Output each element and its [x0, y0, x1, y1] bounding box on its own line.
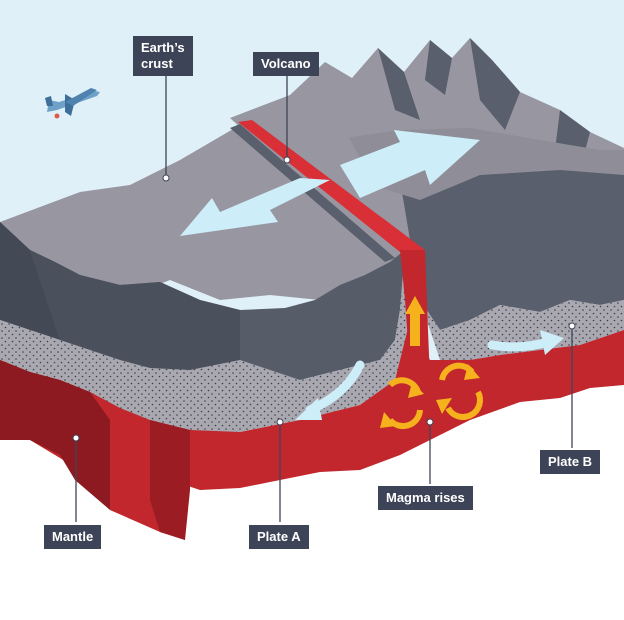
plate-a-lithosphere — [0, 250, 410, 440]
rising-arrow-shaft — [410, 312, 420, 346]
plate-a-front-face — [30, 250, 240, 370]
label-plate-a: Plate A — [249, 525, 309, 549]
mountain-range-shadow — [378, 38, 590, 170]
arrow-right-icon — [340, 130, 480, 198]
mantle-flow-right-head — [540, 330, 564, 355]
plate-a-left-face — [0, 222, 60, 340]
leader-lines — [75, 74, 573, 522]
rift-shadow — [230, 124, 395, 262]
mantle-flow-left-head — [295, 398, 322, 420]
convection-heads — [380, 364, 480, 428]
plate-b-block — [400, 150, 624, 330]
mantle-flow-right-arrow — [487, 337, 553, 352]
label-earths-crust: Earth’s crust — [133, 36, 193, 76]
leader-dots — [72, 156, 576, 442]
label-plate-b: Plate B — [540, 450, 601, 474]
plate-a-top — [0, 112, 410, 300]
plate-b-lithosphere — [420, 300, 624, 360]
mantle-step-face — [150, 420, 190, 540]
arrow-left-icon — [180, 178, 330, 236]
label-mantle: Mantle — [44, 525, 102, 549]
rising-arrow-head — [405, 296, 425, 314]
mantle-left-face — [0, 360, 110, 510]
label-volcano: Volcano — [253, 52, 319, 76]
rift-lava-strip — [238, 120, 425, 260]
airplane-icon — [45, 88, 100, 119]
label-magma-rises: Magma rises — [378, 486, 473, 510]
